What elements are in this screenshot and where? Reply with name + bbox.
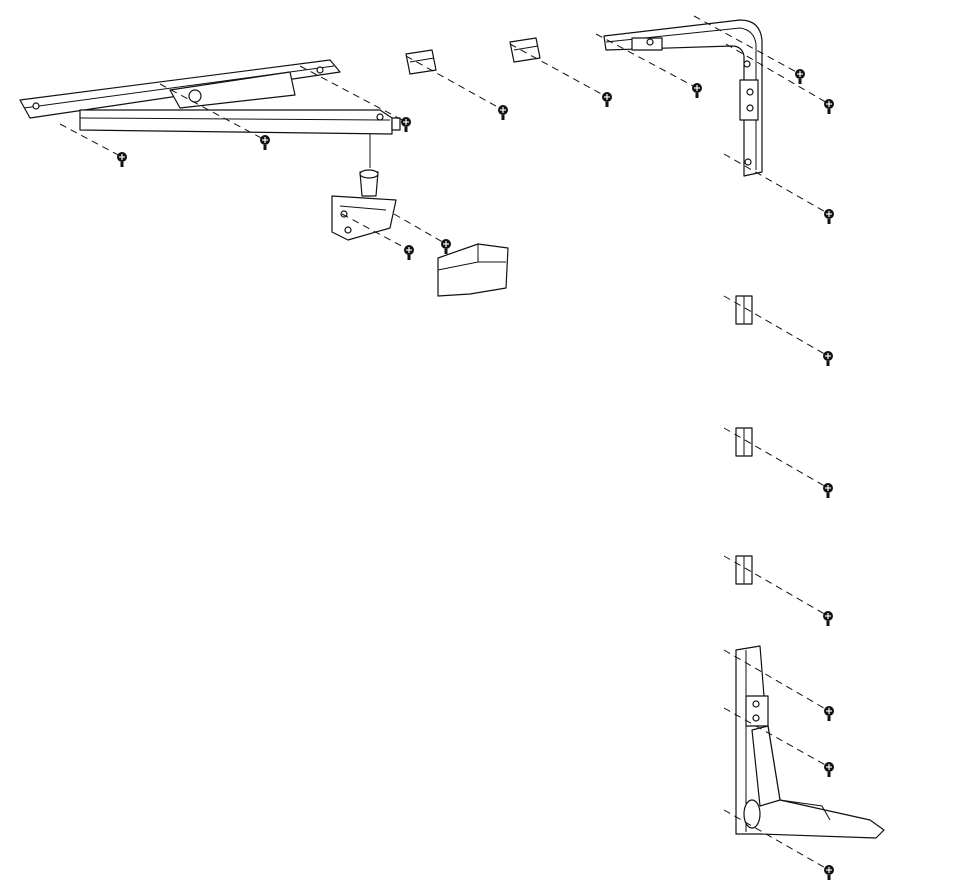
screw-icon bbox=[441, 239, 451, 254]
leader-line bbox=[723, 707, 830, 768]
leader-line bbox=[159, 83, 266, 141]
screw-icon bbox=[824, 706, 834, 721]
screw-icon bbox=[404, 245, 414, 260]
leader-line bbox=[405, 55, 504, 111]
leader-line bbox=[723, 153, 830, 215]
leader-line bbox=[393, 213, 447, 245]
screw-icon bbox=[824, 865, 834, 880]
screw-icon bbox=[401, 117, 411, 132]
screw-icon bbox=[498, 105, 508, 120]
corner-bracket bbox=[603, 19, 763, 177]
screw-icon bbox=[823, 483, 833, 498]
screw-icon bbox=[117, 152, 127, 167]
screw-icon bbox=[692, 83, 702, 98]
stay-arm-assembly bbox=[19, 59, 401, 168]
screw-icon bbox=[823, 351, 833, 366]
clip-5 bbox=[735, 555, 753, 585]
leader-line bbox=[693, 15, 801, 75]
leader-line bbox=[725, 43, 830, 105]
leader-line bbox=[509, 43, 608, 98]
leader-line bbox=[723, 809, 830, 871]
screw-icon bbox=[824, 209, 834, 224]
leader-line bbox=[723, 295, 829, 357]
leader-line bbox=[341, 213, 410, 251]
clip-3 bbox=[735, 295, 753, 325]
leader-line bbox=[723, 555, 829, 617]
screw-icon bbox=[824, 99, 834, 114]
leader-line bbox=[723, 427, 829, 489]
screw-icon bbox=[602, 92, 612, 107]
screws bbox=[117, 69, 834, 880]
leader-line bbox=[723, 649, 830, 712]
leader-line bbox=[299, 65, 407, 123]
cover-cap bbox=[437, 243, 509, 297]
screw-icon bbox=[823, 611, 833, 626]
clip-4 bbox=[735, 427, 753, 457]
screw-icon bbox=[260, 135, 270, 150]
pivot-bracket bbox=[331, 169, 397, 241]
screw-icon bbox=[824, 762, 834, 777]
bottom-hinge-bracket bbox=[735, 645, 885, 839]
leader-lines bbox=[59, 15, 830, 871]
screw-icon bbox=[795, 69, 805, 84]
